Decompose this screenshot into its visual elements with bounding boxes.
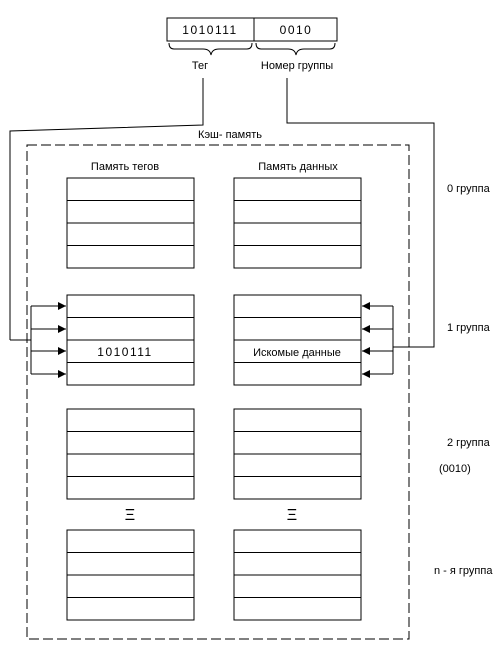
cache-boundary (26, 144, 410, 640)
group-2 (66, 408, 362, 500)
group-number-label: Номер группы (261, 60, 333, 72)
group-route-line (286, 78, 435, 348)
group-field-value: 0010 (280, 23, 313, 37)
group-0-label: 0 группа (447, 183, 491, 195)
group-1: 1010111 Искомые данные (66, 294, 362, 386)
data-ellipsis: Ξ (287, 507, 297, 524)
address-register: 1010111 0010 Тег Номер группы (166, 17, 338, 72)
tag-field-value: 1010111 (182, 23, 237, 37)
group-brace (255, 42, 336, 56)
tag-memory-label: Память тегов (91, 161, 159, 173)
group-2-label: 2 группа (447, 437, 491, 449)
cache-title: Кэш- память (198, 129, 262, 141)
address-register-box (166, 17, 338, 42)
tag-ellipsis: Ξ (125, 507, 135, 524)
tag-route-line (9, 78, 204, 340)
group-1-label: 1 группа (447, 322, 491, 334)
group-n-label: n - я группа (434, 565, 493, 577)
group-n (66, 529, 362, 621)
tag-brace (168, 42, 253, 56)
data-memory-label: Память данных (258, 161, 338, 173)
group-2-code: (0010) (439, 463, 471, 475)
matched-tag-value: 1010111 (97, 345, 152, 359)
group-0 (66, 177, 362, 269)
tag-label: Тег (192, 60, 208, 72)
matched-data-label: Искомые данные (253, 347, 341, 359)
